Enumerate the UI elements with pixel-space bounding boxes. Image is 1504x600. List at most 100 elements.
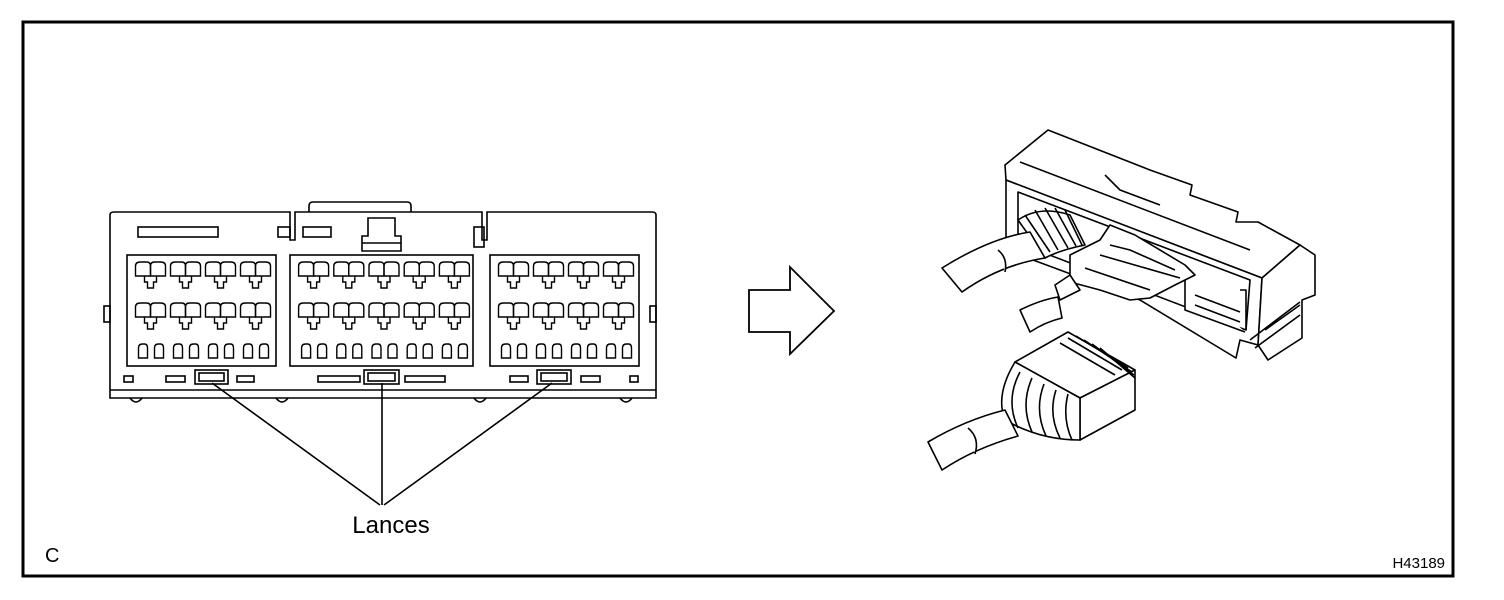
center-latch	[361, 217, 402, 252]
terminal-cavity	[500, 343, 512, 359]
housing-side-face	[1257, 244, 1316, 361]
terminal-cavity	[172, 343, 184, 359]
terminal-cavity	[617, 302, 635, 318]
terminal-latch	[143, 317, 158, 330]
connector-front-view	[103, 201, 657, 403]
top-slot	[277, 226, 291, 238]
terminal-cavity	[387, 343, 398, 359]
terminal-cavities	[134, 261, 635, 359]
terminal-cavity	[149, 261, 167, 277]
terminal-cavity	[184, 261, 202, 277]
terminal-cavity	[605, 343, 617, 359]
terminal-cavity	[535, 343, 547, 359]
terminal-latch	[248, 276, 263, 289]
terminal-latch	[306, 317, 321, 330]
terminal-cavity	[149, 302, 167, 318]
terminal-cavity	[582, 302, 600, 318]
terminal-latch	[611, 317, 626, 330]
terminal-cavity	[188, 343, 200, 359]
terminal-cavity	[316, 343, 328, 359]
terminal-latch	[541, 317, 556, 330]
terminal-latch	[541, 276, 556, 289]
lance-left	[194, 369, 229, 385]
connector-body	[109, 211, 657, 399]
terminal-latch	[576, 317, 591, 330]
terminal-latch	[447, 317, 462, 330]
terminal-latch	[506, 317, 521, 330]
terminal-cavity	[348, 302, 365, 318]
terminal-cavity	[254, 261, 272, 277]
terminal-cavity	[184, 302, 202, 318]
terminal-latch	[447, 276, 462, 289]
terminal-cavity	[453, 261, 471, 277]
terminal-cavity	[453, 302, 471, 318]
terminal-cavity	[418, 302, 435, 318]
terminal-cavity	[512, 302, 530, 318]
terminal-cavity	[383, 302, 400, 318]
terminal-cavity	[582, 261, 600, 277]
lance-leader-lines	[211, 382, 553, 506]
terminal-cavity	[621, 343, 633, 359]
terminal-cavity	[617, 261, 635, 277]
terminal-latch	[377, 276, 391, 289]
terminal-cavity	[336, 343, 347, 359]
terminal-latch	[306, 276, 321, 289]
terminal-cavity	[254, 302, 272, 318]
terminal-block-center	[289, 254, 474, 367]
terminal-cavity	[551, 343, 563, 359]
right-arrow-icon	[748, 264, 836, 357]
terminal-cavity	[312, 261, 330, 277]
retainer-lock	[1069, 224, 1196, 301]
terminal-cavity	[312, 302, 330, 318]
terminal-cavity	[547, 302, 565, 318]
terminal-cavity	[441, 343, 453, 359]
terminal-block-left	[126, 254, 277, 367]
terminal-latch	[143, 276, 158, 289]
terminal-latch	[178, 317, 193, 330]
terminal-latch	[611, 276, 626, 289]
lance-right	[536, 369, 572, 385]
terminal-cavity	[348, 261, 365, 277]
terminal-cavity	[258, 343, 270, 359]
terminal-latch	[377, 317, 391, 330]
figure-code: H43189	[1392, 555, 1445, 572]
terminal-cavity	[137, 343, 149, 359]
terminal-cavity	[586, 343, 598, 359]
terminal-cavity	[512, 261, 530, 277]
connector-top-tab	[308, 201, 412, 212]
terminal-latch	[178, 276, 193, 289]
terminal-cavity	[422, 343, 433, 359]
top-slot	[137, 226, 219, 238]
terminal-cavity	[516, 343, 528, 359]
terminal-block-right	[489, 254, 640, 367]
corner-letter: C	[45, 545, 59, 567]
terminal-latch	[412, 276, 426, 289]
wire-fan-upper	[1017, 207, 1086, 259]
terminal-cavity	[223, 343, 235, 359]
side-nub	[649, 305, 657, 323]
terminal-cavity	[547, 261, 565, 277]
terminal-cavity	[300, 343, 312, 359]
side-nub	[103, 305, 111, 323]
terminal-latch	[342, 276, 356, 289]
terminal-cavity	[219, 261, 237, 277]
top-slot	[473, 226, 485, 248]
terminal-latch	[213, 276, 228, 289]
terminal-latch	[342, 317, 356, 330]
terminal-cavity	[371, 343, 382, 359]
top-slot	[302, 226, 332, 238]
terminal-latch	[412, 317, 426, 330]
terminal-cavity	[457, 343, 469, 359]
connector-perspective-view	[927, 129, 1316, 471]
terminal-latch	[248, 317, 263, 330]
terminal-latch	[506, 276, 521, 289]
terminal-cavity	[219, 302, 237, 318]
terminal-cavity	[570, 343, 582, 359]
terminal-cavity	[418, 261, 435, 277]
terminal-cavity	[153, 343, 165, 359]
terminal-latch	[213, 317, 228, 330]
terminal-cavity	[406, 343, 417, 359]
terminal-latch	[576, 276, 591, 289]
cable-lower	[1019, 296, 1063, 333]
